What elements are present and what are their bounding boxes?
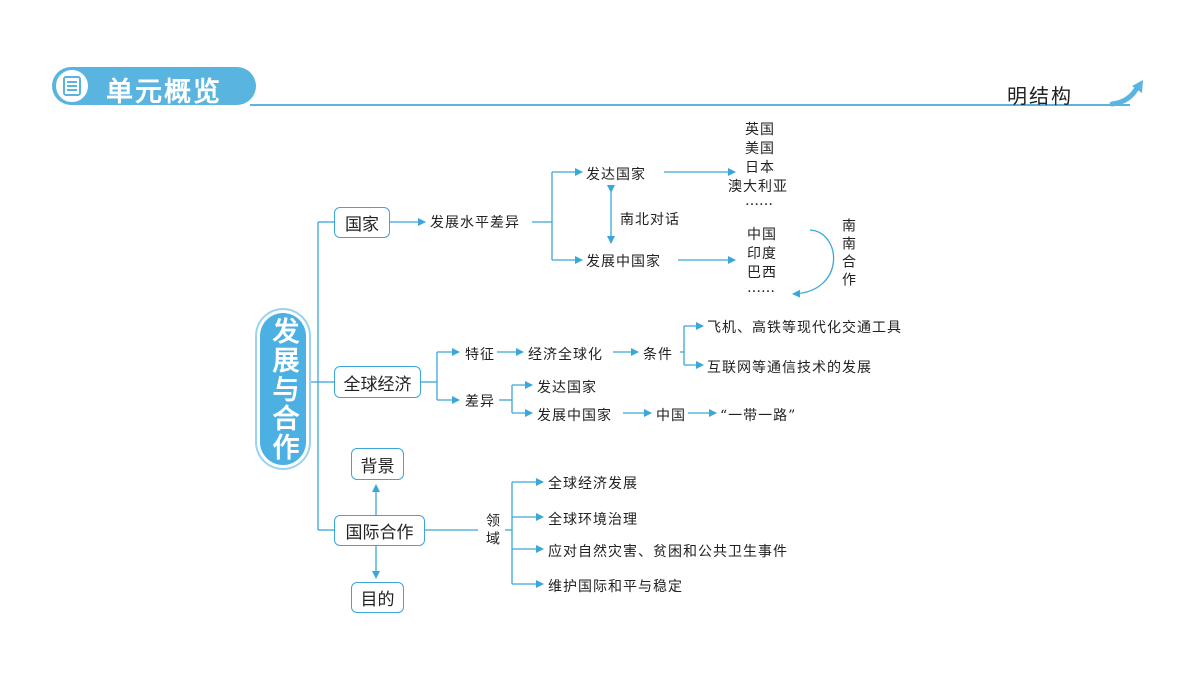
root-node: 发展与合作 bbox=[260, 313, 306, 465]
node-global-economy-label: 全球经济 bbox=[343, 374, 412, 395]
node-developing-countries: 发展中国家 bbox=[586, 254, 661, 270]
field-item: 全球经济发展 bbox=[548, 476, 638, 492]
node-development-gap: 发展水平差异 bbox=[430, 215, 520, 231]
node-background-label: 背景 bbox=[360, 456, 395, 477]
field-item: 应对自然灾害、贫困和公共卫生事件 bbox=[548, 544, 788, 560]
node-eco-developing: 发展中国家 bbox=[537, 408, 612, 424]
structure-label: 明结构 bbox=[1007, 84, 1073, 108]
node-north-south-dialogue: 南北对话 bbox=[620, 212, 680, 228]
node-purpose: 目的 bbox=[351, 582, 404, 613]
field-item: 维护国际和平与稳定 bbox=[548, 579, 683, 595]
node-difference: 差异 bbox=[465, 394, 495, 410]
arrow-up-right-icon bbox=[1109, 80, 1143, 107]
node-background: 背景 bbox=[351, 448, 404, 480]
developed-example: 英国 bbox=[745, 122, 775, 138]
developing-example: …… bbox=[747, 280, 775, 296]
developing-example: 巴西 bbox=[747, 265, 777, 281]
root-label: 发展与合作 bbox=[267, 316, 299, 462]
node-purpose-label: 目的 bbox=[360, 590, 395, 610]
node-country: 国家 bbox=[334, 207, 390, 238]
header-underline bbox=[250, 104, 1130, 106]
developed-example: 美国 bbox=[745, 141, 775, 157]
section-title: 单元概览 bbox=[106, 77, 222, 108]
node-feature: 特征 bbox=[465, 347, 495, 363]
node-global-economy: 全球经济 bbox=[334, 366, 421, 398]
developed-example: 日本 bbox=[745, 160, 775, 176]
node-condition: 条件 bbox=[643, 347, 673, 363]
list-icon bbox=[54, 68, 90, 104]
condition-item: 互联网等通信技术的发展 bbox=[707, 360, 872, 376]
developed-example: 澳大利亚 bbox=[728, 179, 788, 195]
node-china: 中国 bbox=[656, 408, 686, 424]
developing-example: 中国 bbox=[747, 227, 777, 243]
node-south-south-cooperation: 南南合作 bbox=[840, 218, 856, 290]
node-globalization: 经济全球化 bbox=[528, 347, 603, 363]
node-international-cooperation: 国际合作 bbox=[334, 515, 425, 546]
node-field: 领域 bbox=[484, 513, 500, 549]
node-country-label: 国家 bbox=[345, 215, 379, 235]
node-international-cooperation-label: 国际合作 bbox=[345, 523, 414, 543]
condition-item: 飞机、高铁等现代化交通工具 bbox=[707, 320, 902, 336]
node-belt-and-road: “一带一路” bbox=[720, 408, 797, 424]
developing-example: 印度 bbox=[747, 246, 777, 262]
field-item: 全球环境治理 bbox=[548, 512, 638, 528]
developed-example: …… bbox=[745, 193, 773, 209]
node-developed-countries: 发达国家 bbox=[586, 167, 646, 183]
node-eco-developed: 发达国家 bbox=[537, 380, 597, 396]
